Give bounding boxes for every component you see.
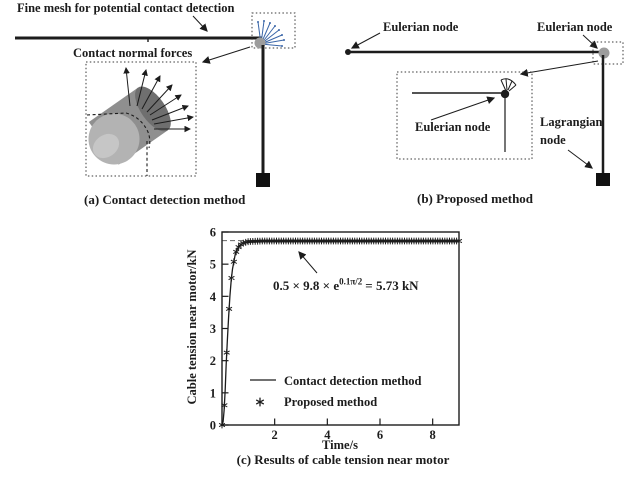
y-tick-label: 6 bbox=[210, 226, 216, 240]
eulerian-node-left-label: Eulerian node bbox=[383, 20, 459, 34]
detail-box-b bbox=[396, 71, 533, 160]
fine-mesh-label: Fine mesh for potential contact detectio… bbox=[17, 1, 234, 15]
annotation-post: = 5.73 kN bbox=[365, 278, 419, 293]
y-tick-label: 1 bbox=[210, 386, 216, 400]
annotation-superscript: 0.1π/2 bbox=[339, 277, 363, 287]
caption-b: (b) Proposed method bbox=[417, 191, 534, 206]
legend-asterisk-sample bbox=[255, 397, 265, 407]
dashed-guide-horizontal bbox=[86, 112, 127, 116]
fine-mesh-fan-tips bbox=[257, 20, 285, 47]
lagrangian-label-line1: Lagrangian bbox=[540, 115, 603, 129]
caption-a: (a) Contact detection method bbox=[84, 192, 246, 207]
figure-a: Fine mesh for potential contact detectio… bbox=[15, 1, 296, 207]
eulerian-node-detail-dot bbox=[500, 89, 510, 99]
contact-force-arrows bbox=[123, 67, 194, 133]
payload-square bbox=[256, 173, 270, 187]
contact-forces-label: Contact normal forces bbox=[73, 46, 192, 60]
support-comb-icon bbox=[500, 78, 517, 92]
y-tick-label: 3 bbox=[210, 322, 216, 336]
x-tick-label: 2 bbox=[272, 428, 278, 442]
legend-label-line: Contact detection method bbox=[284, 374, 422, 388]
annotation-pre: 0.5 × 9.8 × e bbox=[273, 278, 339, 293]
y-axis-label: Cable tension near motor/kN bbox=[185, 250, 199, 405]
zoom-callout-arrow-b bbox=[519, 60, 599, 77]
chart-legend: Contact detection method Proposed method bbox=[250, 374, 422, 409]
chart-dynamic-layer: 0 1 2 3 4 5 6 2 4 6 8 bbox=[210, 226, 463, 442]
x-tick-label: 4 bbox=[324, 428, 331, 442]
eulerian-node-right-label: Eulerian node bbox=[537, 20, 613, 34]
lagrangian-arrow bbox=[567, 149, 593, 169]
x-tick-label: 8 bbox=[430, 428, 436, 442]
lagrangian-label-line2: node bbox=[540, 133, 566, 147]
figure-b: Eulerian node Eulerian node Eulerian nod… bbox=[345, 20, 624, 206]
x-axis-label: Time/s bbox=[322, 438, 358, 452]
lagrangian-node-square bbox=[596, 173, 610, 186]
annotation-arrow bbox=[298, 251, 318, 274]
eulerian-node-right-circle bbox=[598, 47, 610, 59]
fine-mesh-zoom-box bbox=[251, 12, 296, 49]
eulerian-left-arrow bbox=[350, 32, 381, 49]
caption-c: (c) Results of cable tension near motor bbox=[237, 452, 450, 467]
plot-frame bbox=[221, 231, 460, 426]
y-tick-label: 5 bbox=[210, 258, 216, 272]
fine-mesh-pointer-arrow bbox=[192, 15, 208, 32]
eulerian-right-arrow bbox=[582, 34, 598, 49]
cylinder bbox=[88, 86, 171, 165]
dashed-contact-arc bbox=[125, 112, 151, 149]
x-tick-label: 6 bbox=[377, 428, 383, 442]
y-tick-label: 2 bbox=[210, 354, 216, 368]
annotation-formula: 0.5 × 9.8 × e0.1π/2= 5.73 kN bbox=[273, 277, 419, 294]
eulerian-detail-arrow bbox=[430, 96, 496, 121]
y-tick-label: 0 bbox=[210, 419, 216, 433]
legend-label-scatter: Proposed method bbox=[284, 395, 377, 409]
eulerian-node-detail-label: Eulerian node bbox=[415, 120, 491, 134]
zoom-callout-arrow bbox=[201, 46, 251, 64]
y-tick-label: 4 bbox=[210, 290, 217, 304]
